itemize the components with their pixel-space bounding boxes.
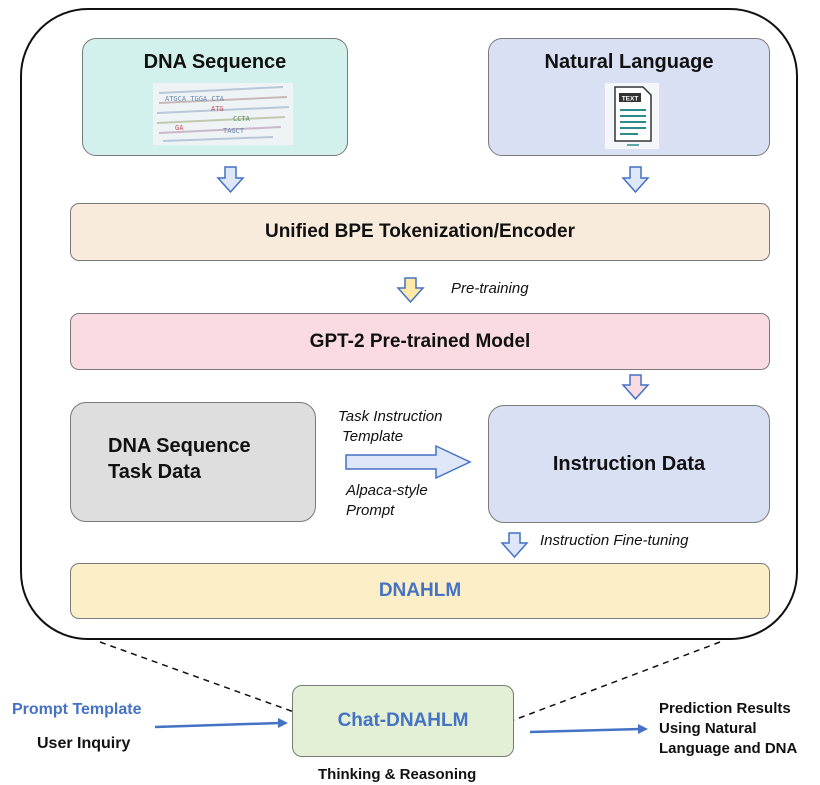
task-data-line1: DNA Sequence bbox=[108, 435, 251, 457]
svg-text:GA: GA bbox=[175, 124, 184, 132]
task-data-box: DNA Sequence Task Data bbox=[70, 402, 316, 522]
svg-text:ATGCA TGGA CTA: ATGCA TGGA CTA bbox=[165, 95, 225, 103]
instruction-data-label: Instruction Data bbox=[552, 452, 706, 475]
dna-sequence-title: DNA Sequence bbox=[143, 51, 287, 73]
svg-text:CCTA: CCTA bbox=[233, 115, 251, 123]
natural-language-box: Natural Language TEXT bbox=[488, 38, 770, 156]
dna-sequence-box: DNA Sequence ATGCA TGGA CTA ATG CCTA GA … bbox=[82, 38, 348, 156]
pretraining-label: Pre-training bbox=[451, 280, 529, 297]
down-arrow-icon bbox=[396, 277, 425, 304]
template-label-line2: Template bbox=[342, 428, 404, 445]
tokenizer-bar: Unified BPE Tokenization/Encoder bbox=[70, 203, 770, 261]
svg-text:TEXT: TEXT bbox=[622, 96, 639, 103]
down-arrow-icon bbox=[621, 166, 650, 194]
output-line1: Prediction Results bbox=[659, 700, 791, 717]
prompt-label-line1: Alpaca-style bbox=[346, 482, 428, 499]
task-data-line2: Task Data bbox=[108, 461, 202, 483]
down-arrow-icon bbox=[500, 532, 529, 559]
template-label-line1: Task Instruction bbox=[338, 408, 443, 425]
right-arrow-icon bbox=[345, 444, 472, 480]
dna-sequence-image: ATGCA TGGA CTA ATG CCTA GA TAGCT bbox=[153, 83, 293, 145]
output-line2: Using Natural bbox=[659, 720, 757, 737]
output-line3: Language and DNA bbox=[659, 740, 798, 757]
down-arrow-icon bbox=[216, 166, 245, 194]
dnahlm-label: DNAHLM bbox=[378, 580, 462, 601]
finetuning-label: Instruction Fine-tuning bbox=[540, 532, 689, 549]
prompt-label-line2: Prompt bbox=[346, 502, 395, 519]
gpt2-model-label: GPT-2 Pre-trained Model bbox=[309, 330, 531, 352]
prompt-template-label: Prompt Template bbox=[12, 701, 142, 718]
thinking-label: Thinking & Reasoning bbox=[318, 766, 477, 783]
svg-text:ATG: ATG bbox=[211, 105, 224, 113]
tokenizer-label: Unified BPE Tokenization/Encoder bbox=[264, 221, 575, 242]
down-arrow-icon bbox=[621, 374, 650, 401]
gpt2-model-bar: GPT-2 Pre-trained Model bbox=[70, 313, 770, 370]
natural-language-title: Natural Language bbox=[544, 51, 714, 73]
instruction-data-box: Instruction Data bbox=[488, 405, 770, 523]
text-document-icon: TEXT bbox=[605, 83, 659, 149]
user-inquiry-label: User Inquiry bbox=[37, 735, 131, 752]
dnahlm-bar: DNAHLM bbox=[70, 563, 770, 619]
model-frame bbox=[20, 8, 798, 640]
svg-text:TAGCT: TAGCT bbox=[223, 127, 245, 135]
chat-dnahlm-box: Chat-DNAHLM bbox=[292, 685, 514, 757]
chat-dnahlm-label: Chat-DNAHLM bbox=[337, 710, 469, 731]
